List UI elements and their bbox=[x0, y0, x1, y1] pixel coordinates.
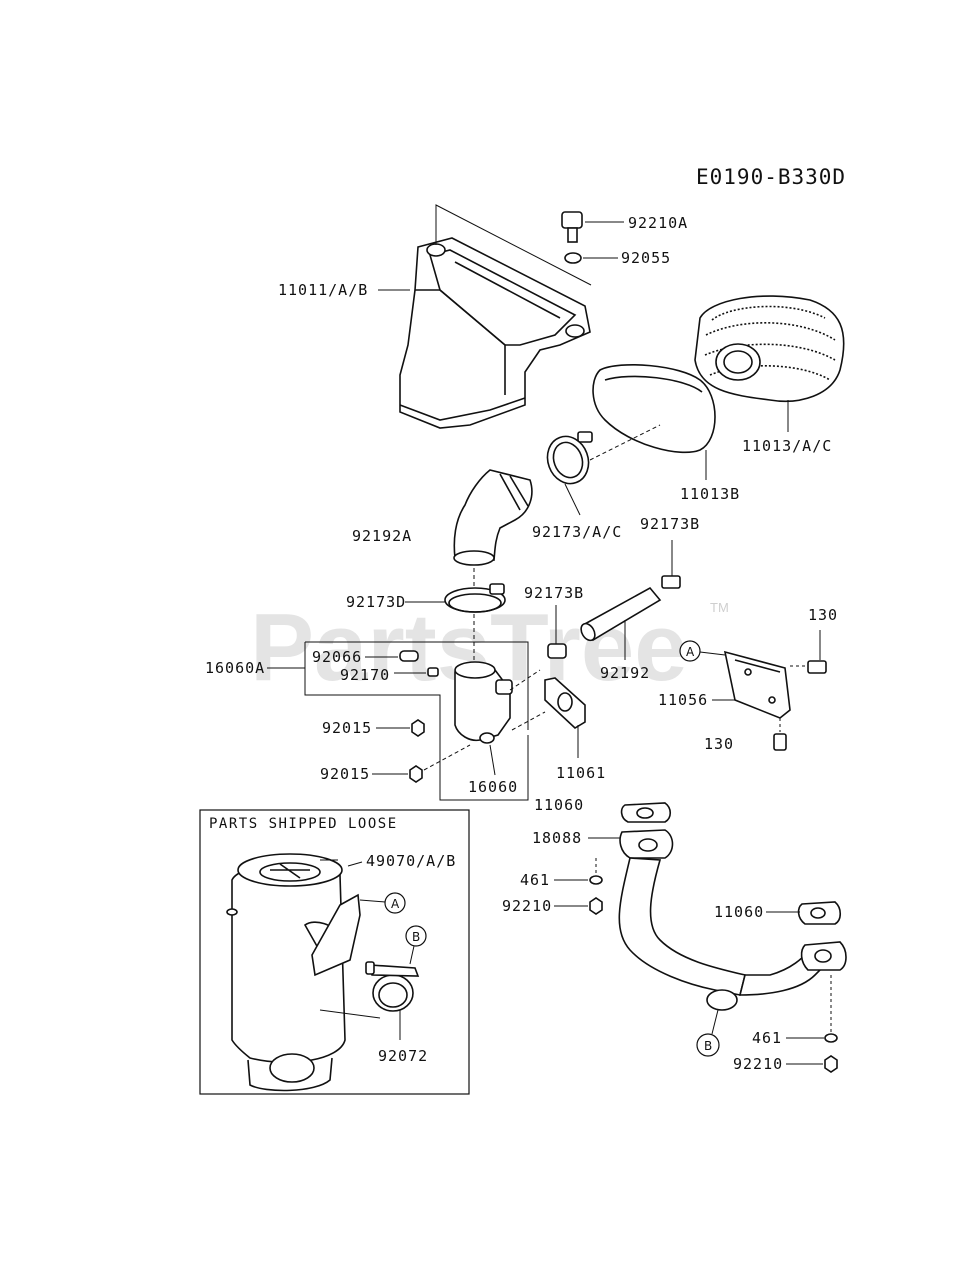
label-11060-top: 11060 bbox=[534, 796, 584, 814]
label-92170: 92170 bbox=[340, 666, 390, 684]
clamp-92173-a-c[interactable] bbox=[541, 431, 595, 490]
watermark-tm: TM bbox=[710, 600, 729, 615]
gasket-11061[interactable] bbox=[544, 677, 586, 729]
nut-92210-b[interactable] bbox=[824, 1055, 838, 1073]
callout-a-label: A bbox=[686, 645, 695, 659]
label-130-bottom: 130 bbox=[704, 735, 734, 753]
label-92173b-top: 92173B bbox=[640, 515, 700, 533]
plug-92066[interactable] bbox=[399, 650, 419, 662]
label-16060a: 16060A bbox=[205, 659, 265, 677]
pre-cleaner[interactable] bbox=[592, 364, 716, 454]
washer-461-b[interactable] bbox=[824, 1033, 838, 1043]
clamp-92173d[interactable] bbox=[444, 583, 506, 613]
callout-b-loose-label: B bbox=[412, 930, 420, 944]
gasket-11060-right[interactable] bbox=[797, 901, 842, 925]
parts-shipped-loose-title: PARTS SHIPPED LOOSE bbox=[209, 816, 398, 832]
callout-b-pipe-label: B bbox=[704, 1039, 712, 1053]
label-461-a: 461 bbox=[520, 871, 550, 889]
label-49070-a-b: 49070/A/B bbox=[366, 852, 456, 870]
label-11060-right: 11060 bbox=[714, 903, 764, 921]
label-11056: 11056 bbox=[658, 691, 708, 709]
callout-a-loose bbox=[384, 892, 406, 914]
air-filter-element[interactable] bbox=[694, 295, 845, 402]
label-18088: 18088 bbox=[532, 829, 582, 847]
air-cleaner-base[interactable] bbox=[399, 237, 591, 429]
gasket-11060-top[interactable] bbox=[620, 802, 672, 823]
bolt-92170[interactable] bbox=[427, 667, 439, 677]
elbow-hose-92192a[interactable] bbox=[453, 469, 533, 566]
nut-92015-a[interactable] bbox=[411, 719, 425, 737]
label-11013b: 11013B bbox=[680, 485, 740, 503]
washer-461-a[interactable] bbox=[589, 875, 603, 885]
label-92015-a: 92015 bbox=[322, 719, 372, 737]
inlet-pipe-16060[interactable] bbox=[454, 661, 513, 744]
label-11013-a-c: 11013/A/C bbox=[742, 437, 832, 455]
label-16060: 16060 bbox=[468, 778, 518, 796]
label-92066: 92066 bbox=[312, 648, 362, 666]
label-130-top: 130 bbox=[808, 606, 838, 624]
label-92192a: 92192A bbox=[352, 527, 412, 545]
clamp-92173b-mid[interactable] bbox=[547, 643, 567, 659]
label-92210a: 92210A bbox=[628, 214, 688, 232]
clamp-92173b-top[interactable] bbox=[661, 575, 681, 589]
bolt-92210a[interactable] bbox=[561, 211, 583, 243]
clamp-92072[interactable] bbox=[365, 961, 420, 1012]
diagram-code: E0190-B330D bbox=[696, 165, 846, 189]
callout-a-diagram bbox=[679, 640, 701, 662]
label-92015-b: 92015 bbox=[320, 765, 370, 783]
label-92210-b: 92210 bbox=[733, 1055, 783, 1073]
label-461-b: 461 bbox=[752, 1029, 782, 1047]
parts-shipped-loose-box bbox=[199, 809, 470, 1095]
label-11011-a-b: 11011/A/B bbox=[278, 281, 368, 299]
label-92173d: 92173D bbox=[346, 593, 406, 611]
bolt-130-bottom[interactable] bbox=[773, 733, 787, 751]
label-92192: 92192 bbox=[600, 664, 650, 682]
washer-92055[interactable] bbox=[564, 252, 582, 264]
label-92173b-mid: 92173B bbox=[524, 584, 584, 602]
bracket-11056[interactable] bbox=[723, 650, 791, 719]
nut-92210-a[interactable] bbox=[589, 897, 603, 915]
exhaust-pipe-18088[interactable] bbox=[618, 829, 847, 1011]
callout-b-pipe bbox=[696, 1033, 720, 1057]
callout-b-loose bbox=[405, 925, 427, 947]
label-11061: 11061 bbox=[556, 764, 606, 782]
label-92072: 92072 bbox=[378, 1047, 428, 1065]
callout-a-loose-label: A bbox=[391, 897, 400, 911]
muffler-49070[interactable] bbox=[226, 853, 361, 1092]
label-92210-a: 92210 bbox=[502, 897, 552, 915]
label-92055: 92055 bbox=[621, 249, 671, 267]
label-92173-a-c: 92173/A/C bbox=[532, 523, 622, 541]
bolt-130-top[interactable] bbox=[807, 660, 827, 674]
nut-92015-b[interactable] bbox=[409, 765, 423, 783]
